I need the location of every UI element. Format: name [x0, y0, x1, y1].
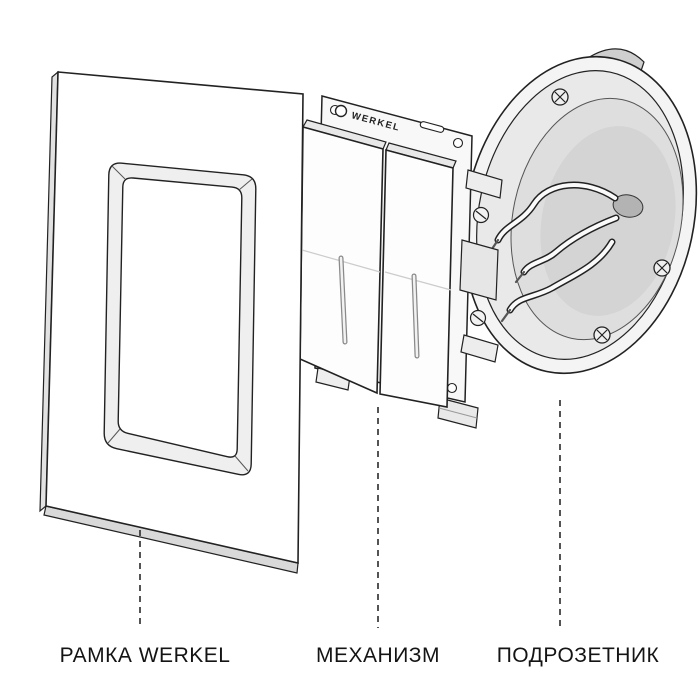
terminal-block-line — [438, 407, 478, 419]
brand-logo-icon — [334, 104, 348, 118]
frame-label: РАМКА WERKEL — [59, 644, 231, 667]
box-wires — [488, 181, 620, 323]
box-screw-right — [653, 259, 671, 277]
side-bracket — [459, 239, 499, 301]
frame-illustration — [39, 70, 304, 574]
box-screw-top — [551, 88, 569, 106]
mechanism-screw-lower — [469, 309, 487, 327]
wire-lower-core — [508, 240, 614, 312]
wire-middle-core — [522, 216, 618, 274]
claw-lower — [460, 334, 499, 363]
leader-lines — [139, 400, 561, 628]
frame-inner-opening — [117, 177, 243, 458]
frame-step-lines — [107, 165, 253, 472]
box-screw-bottom — [593, 326, 611, 344]
plate-slot — [419, 121, 445, 133]
key-right-indicator-core — [412, 274, 419, 358]
key-right-crease — [384, 271, 452, 291]
key-left-indicator-core — [339, 256, 347, 344]
box-cable-hole — [612, 194, 644, 218]
rocker-key-left — [299, 119, 387, 395]
box-label: ПОДРОЗЕТНИК — [496, 644, 660, 667]
wire-upper-core — [496, 183, 617, 242]
rocker-key-right — [379, 142, 457, 408]
mechanism-illustration: WERKEL — [299, 95, 503, 429]
mounting-box-illustration — [462, 48, 698, 375]
claw-upper — [465, 169, 503, 199]
mechanism-screw-upper — [472, 206, 490, 224]
mechanism-hardware — [315, 169, 503, 429]
mechanism-label: МЕХАНИЗМ — [316, 644, 440, 667]
